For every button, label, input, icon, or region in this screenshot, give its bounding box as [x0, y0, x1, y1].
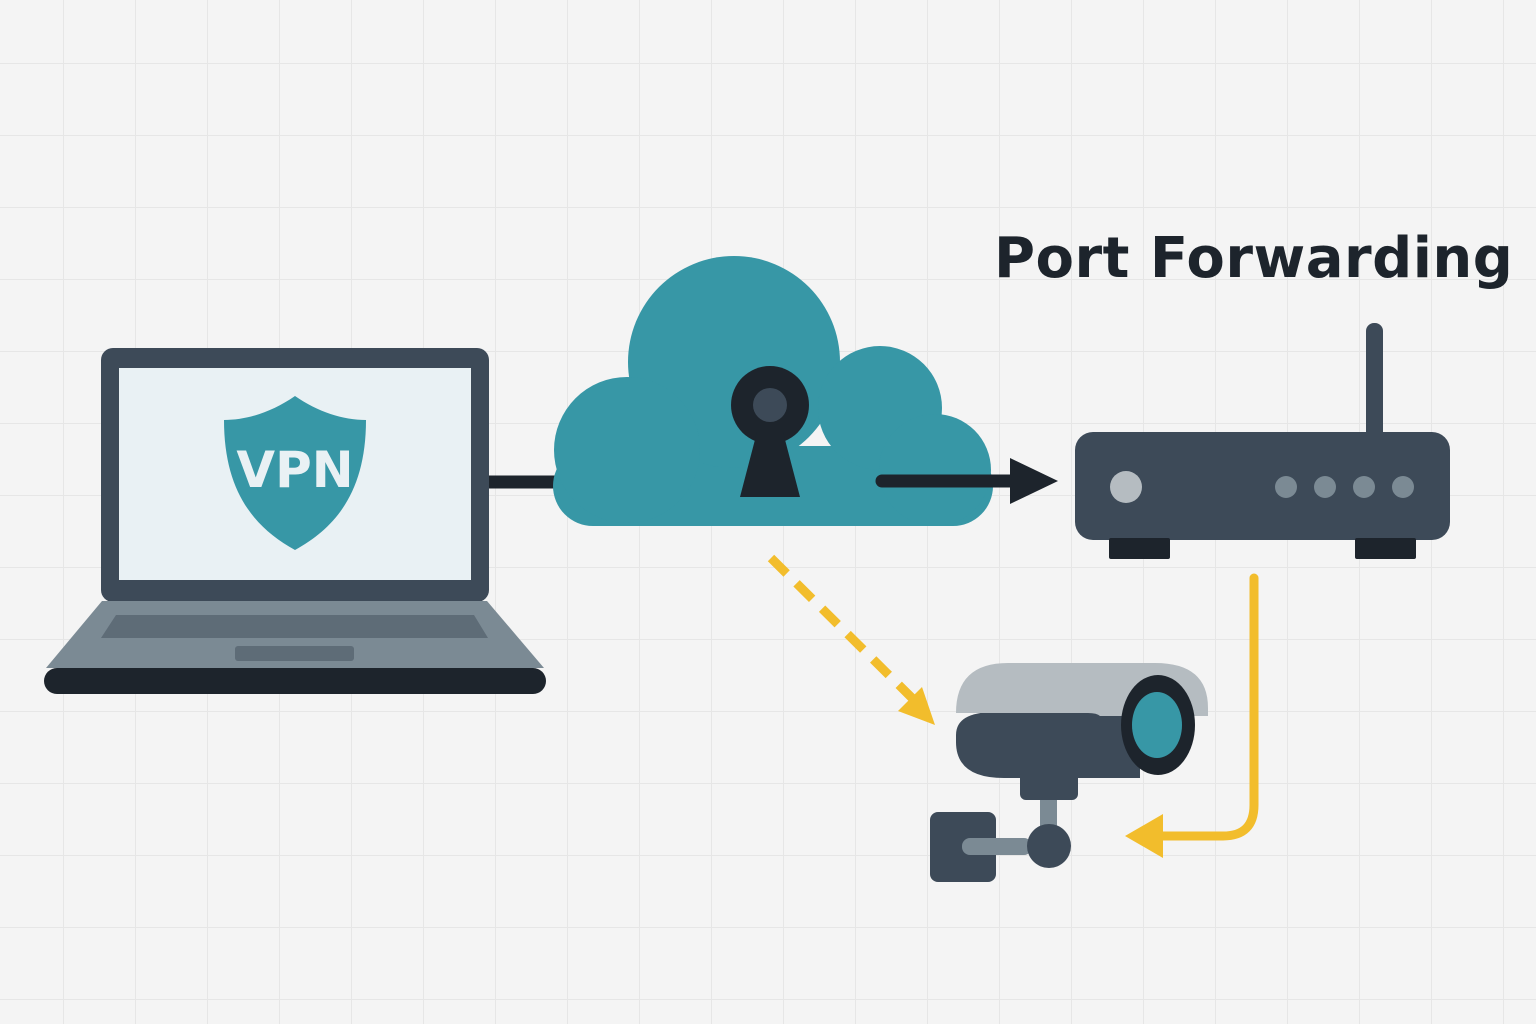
security-camera-icon — [930, 663, 1208, 882]
keyhole-icon — [731, 366, 809, 497]
status-led-icon — [1275, 476, 1297, 498]
power-led-icon — [1110, 471, 1142, 503]
status-led-icon — [1392, 476, 1414, 498]
vpn-label: VPN — [236, 441, 353, 499]
vpn-shield-icon: VPN — [224, 396, 366, 550]
connector-cloud-to-camera — [767, 554, 935, 725]
router-icon — [1075, 323, 1450, 559]
status-led-icon — [1353, 476, 1375, 498]
cloud-lock-icon — [553, 256, 993, 526]
diagram-title: Port Forwarding — [994, 226, 1513, 291]
connector-router-to-camera — [1125, 573, 1259, 858]
connector-cloud-to-router — [875, 458, 1058, 504]
laptop-icon: VPN — [44, 348, 546, 694]
status-led-icon — [1314, 476, 1336, 498]
